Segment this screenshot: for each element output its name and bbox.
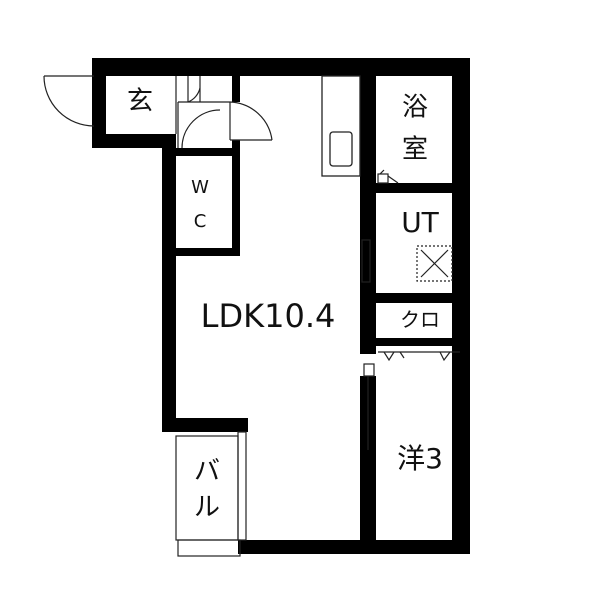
inner-walls (168, 58, 468, 554)
closet-doors (378, 351, 460, 362)
entry-door-arc (181, 109, 221, 149)
bath-door (377, 169, 399, 184)
room-label-closet: クロ (400, 308, 440, 332)
kitchen-counter (321, 75, 361, 177)
room-label-wc-bottom: C (194, 211, 207, 232)
room-label-western: 洋3 (397, 442, 443, 475)
wc-door (177, 101, 273, 148)
room-label-balcony-1: バ (194, 457, 220, 487)
room-label-balcony-2: ル (194, 493, 220, 523)
room-label-bath-1: 浴 (402, 93, 428, 123)
ut-fixtures (361, 239, 453, 283)
washer-space (416, 245, 453, 282)
room-label-utility: UT (401, 206, 439, 239)
room-label-bath-2: 室 (402, 135, 428, 165)
room-label-entrance: 玄 (127, 87, 153, 117)
sink (329, 131, 353, 167)
room-label-ldk: LDK10.4 (201, 297, 336, 335)
room-label-wc-top: W (191, 177, 209, 198)
balcony (175, 435, 241, 557)
entrance-door (43, 75, 201, 134)
western-door (363, 363, 375, 450)
